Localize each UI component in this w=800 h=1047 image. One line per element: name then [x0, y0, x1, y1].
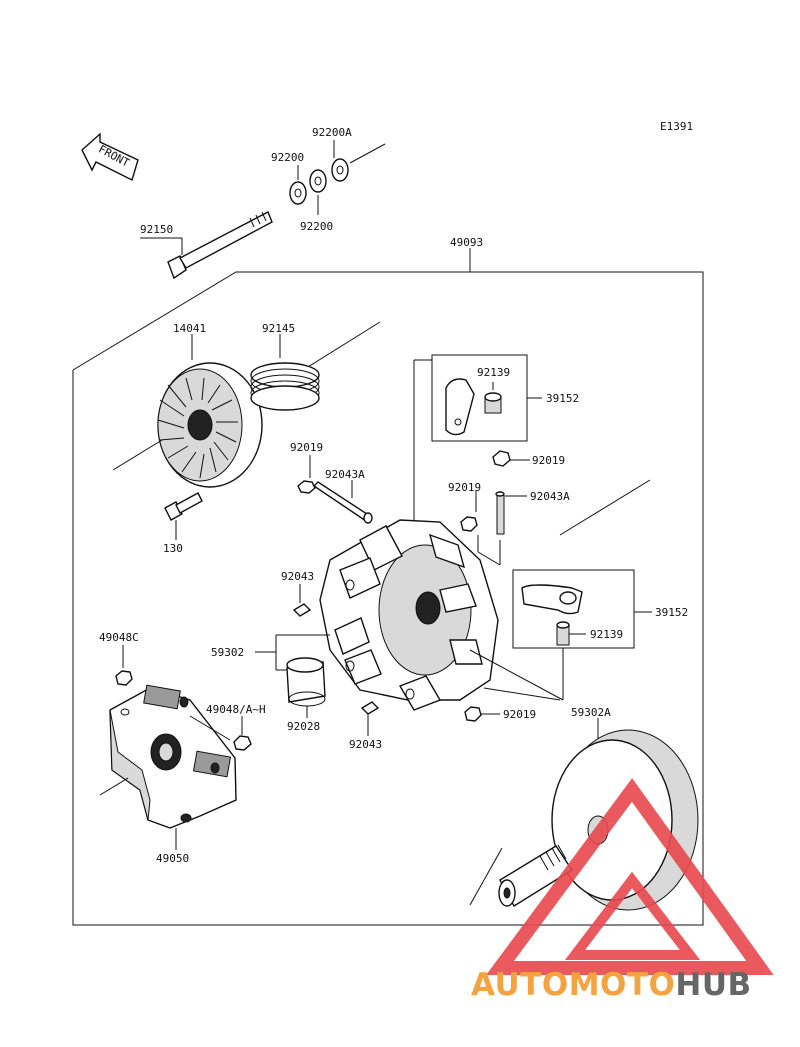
nut-49048AH: [233, 716, 252, 751]
label-92139-bottom: 92139: [590, 628, 623, 641]
bolt-92150: [140, 211, 273, 280]
label-49048AH: 49048/A~H: [206, 703, 266, 716]
label-92019-c: 92019: [448, 481, 481, 494]
label-92043A-b: 92043A: [530, 490, 570, 503]
label-130: 130: [163, 542, 183, 555]
label-59302: 59302: [211, 646, 244, 659]
label-49048C: 49048C: [99, 631, 139, 644]
nut-92019-a: [297, 455, 316, 494]
diagram-code: E1391: [660, 120, 693, 133]
weight-39152-bottom: [469, 569, 652, 701]
weight-39152-top: [413, 354, 542, 540]
pin-92043A-b: [475, 479, 651, 566]
label-49093: 49093: [450, 236, 483, 249]
nut-49048C: [115, 645, 133, 686]
label-92043-b: 92043: [349, 738, 382, 751]
watermark-logo-icon: [486, 778, 774, 975]
pin-92043A-a: [312, 480, 373, 524]
sheave-59302A: [469, 718, 699, 911]
label-92200-top: 92200: [271, 151, 304, 164]
sheave-14041: [112, 321, 381, 488]
assembly-boundary: [72, 271, 704, 926]
nut-92019-c: [460, 516, 478, 532]
pin-92043-a: [292, 584, 312, 617]
washers-92200: [289, 140, 386, 215]
bushing-92028: [286, 657, 326, 718]
bolt-130: [164, 492, 203, 540]
label-92200A: 92200A: [312, 126, 352, 139]
label-14041: 14041: [173, 322, 206, 335]
label-92139-top: 92139: [477, 366, 510, 379]
label-92028: 92028: [287, 720, 320, 733]
label-92019-b: 92019: [532, 454, 565, 467]
label-92200-bottom: 92200: [300, 220, 333, 233]
label-92019-d: 92019: [503, 708, 536, 721]
leader-59302: [255, 634, 330, 671]
label-92145: 92145: [262, 322, 295, 335]
pin-92043-b: [360, 701, 380, 736]
spring-92145: [250, 334, 320, 411]
watermark-hub: HUB: [675, 967, 751, 1003]
spider-housing: [319, 519, 499, 711]
label-92043A-a: 92043A: [325, 468, 365, 481]
nut-92019-d: [464, 687, 561, 722]
label-39152-bottom: 39152: [655, 606, 688, 619]
watermark-automoto: AUTOMOTOHUB: [471, 967, 752, 1003]
nut-92019-b: [492, 450, 530, 467]
label-49050: 49050: [156, 852, 189, 865]
bracket-49050: [99, 684, 237, 850]
label-39152-top: 39152: [546, 392, 579, 405]
label-92043-a: 92043: [281, 570, 314, 583]
front-arrow-icon: FRONT: [81, 132, 139, 181]
label-92019-a: 92019: [290, 441, 323, 454]
label-92150: 92150: [140, 223, 173, 236]
label-59302A: 59302A: [571, 706, 611, 719]
